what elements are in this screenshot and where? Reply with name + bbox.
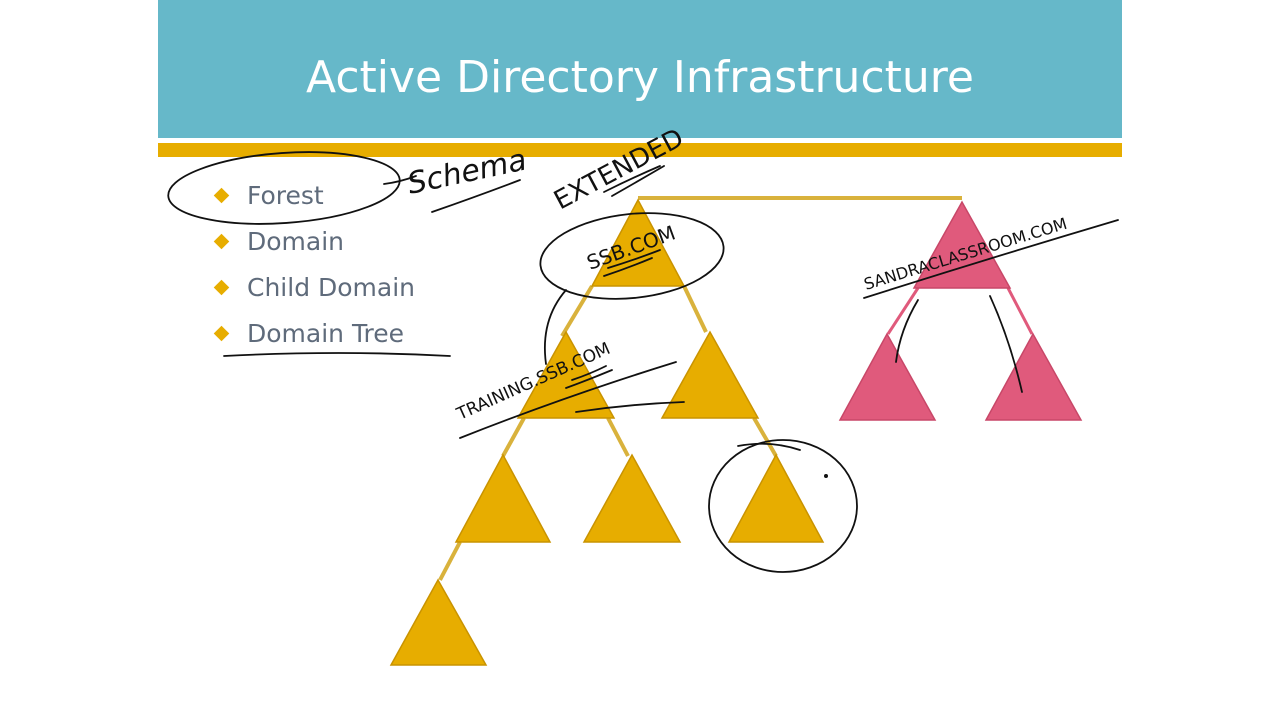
- ink-annotations: [167, 151, 1119, 573]
- schema-arrow: [383, 175, 417, 185]
- circle-tick: [737, 442, 801, 451]
- domain-triangle-grandchild-3: [727, 453, 825, 543]
- bullet-item-child-domain: Child Domain: [213, 264, 416, 310]
- pink-left-stroke: [895, 299, 919, 363]
- training-stroke: [571, 365, 607, 381]
- title-bar: Active Directory Infrastructure: [158, 0, 1122, 138]
- bullet-label: Domain Tree: [247, 318, 405, 348]
- root-tree-arc: [543, 289, 567, 365]
- ink-dot: [824, 474, 828, 478]
- bullet-item-forest: Forest: [213, 172, 415, 218]
- grandchild-circle: [708, 439, 858, 573]
- schema-note: Schema: [404, 143, 529, 202]
- domain-triangle-grandchild-1: [454, 453, 552, 543]
- extended-underline-2: [603, 165, 661, 193]
- forest-circle: [167, 151, 401, 225]
- extended-underline: [611, 165, 665, 197]
- domain-triangle-training: [516, 330, 616, 419]
- training-stroke-2: [565, 369, 613, 389]
- domain-triangle-pink-right: [984, 332, 1083, 421]
- ssb-underline-2: [603, 257, 653, 277]
- bullet-list: Forest Domain Child Domain Domain Tree: [213, 172, 416, 356]
- domain-triangle-child: [660, 330, 760, 419]
- bullet-label: Child Domain: [247, 272, 416, 302]
- pink-domain-tree: [838, 200, 1083, 421]
- tree-connectors: [438, 284, 778, 581]
- schema-underline: [431, 179, 521, 213]
- slide-title: Active Directory Infrastructure: [306, 52, 974, 103]
- pink-right-stroke: [989, 295, 1023, 393]
- accent-divider: [158, 143, 1122, 157]
- domain-triangle-great-grandchild: [389, 578, 488, 666]
- training-underline-2: [575, 401, 685, 413]
- pink-tree-connectors: [886, 287, 1034, 335]
- domain-triangle-pink-root: [912, 200, 1012, 289]
- bullet-item-domain: Domain: [213, 218, 415, 264]
- bullet-label: Forest: [247, 180, 324, 210]
- domain-triangle-grandchild-2: [582, 453, 682, 543]
- training-underline: [459, 361, 677, 439]
- ssb-underline: [607, 249, 661, 269]
- slide: Active Directory Infrastructure Forest D…: [158, 0, 1122, 720]
- bullet-label: Domain: [247, 226, 345, 256]
- gold-domain-tree: [389, 198, 825, 666]
- domain-tree-underline: [223, 352, 451, 357]
- domain-triangle-root: [590, 198, 686, 287]
- domain-triangle-pink-left: [838, 332, 937, 421]
- pink-underline: [863, 219, 1119, 299]
- bullet-item-domain-tree: Domain Tree: [213, 310, 415, 356]
- extended-note: EXTENDED: [549, 123, 688, 216]
- root-domain-circle: [539, 212, 725, 300]
